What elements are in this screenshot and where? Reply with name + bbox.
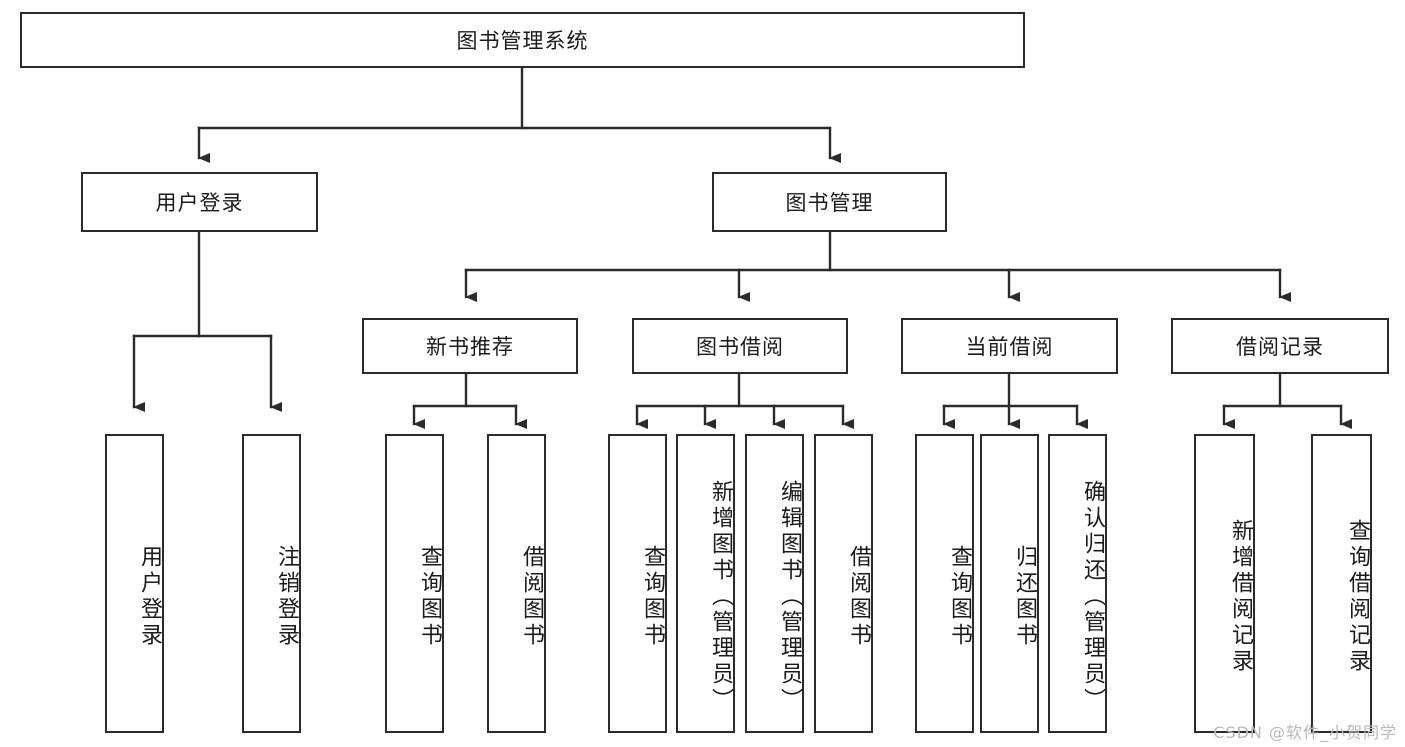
leaf-borrow-book-2[interactable]: 借阅图书	[814, 434, 873, 733]
leaf-query-book-1[interactable]: 查询图书	[385, 434, 444, 733]
leaf-borrow-book-1-label: 借阅图书	[519, 544, 544, 649]
node-current-borrow-label: 当前借阅	[965, 335, 1054, 359]
leaf-query-book-2[interactable]: 查询图书	[608, 434, 667, 733]
leaf-add-book[interactable]: 新增图书（管理员）	[676, 434, 735, 733]
node-user-login[interactable]: 用户登录	[81, 172, 318, 232]
leaf-user-logout-label: 注销登录	[274, 544, 299, 649]
leaf-query-book-3[interactable]: 查询图书	[915, 434, 974, 733]
leaf-query-book-3-label: 查询图书	[947, 544, 972, 649]
leaf-query-book-1-label: 查询图书	[417, 544, 442, 649]
leaf-add-book-label: 新增图书（管理员）	[708, 479, 733, 714]
node-new-book-rec[interactable]: 新书推荐	[362, 318, 578, 374]
node-borrow-record[interactable]: 借阅记录	[1171, 318, 1389, 374]
leaf-user-login[interactable]: 用户登录	[105, 434, 164, 733]
leaf-borrow-book-1[interactable]: 借阅图书	[487, 434, 546, 733]
leaf-query-book-2-label: 查询图书	[640, 544, 665, 649]
leaf-user-login-label: 用户登录	[137, 544, 162, 649]
node-book-manage-label: 图书管理	[785, 191, 874, 215]
node-root[interactable]: 图书管理系统	[20, 12, 1025, 68]
node-root-label: 图书管理系统	[456, 29, 589, 53]
leaf-confirm-return[interactable]: 确认归还（管理员）	[1048, 434, 1107, 733]
leaf-add-record-label: 新增借阅记录	[1228, 518, 1253, 675]
csdn-watermark: CSDN @软件_小贺同学	[1213, 723, 1397, 742]
node-book-manage[interactable]: 图书管理	[712, 172, 947, 232]
leaf-edit-book[interactable]: 编辑图书（管理员）	[745, 434, 804, 733]
node-book-borrow-label: 图书借阅	[696, 335, 784, 359]
leaf-query-record[interactable]: 查询借阅记录	[1311, 434, 1372, 733]
leaf-borrow-book-2-label: 借阅图书	[846, 544, 871, 649]
node-user-login-label: 用户登录	[155, 191, 244, 215]
leaf-add-record[interactable]: 新增借阅记录	[1194, 434, 1255, 733]
leaf-query-record-label: 查询借阅记录	[1345, 518, 1370, 675]
leaf-user-logout[interactable]: 注销登录	[242, 434, 301, 733]
leaf-return-book[interactable]: 归还图书	[980, 434, 1039, 733]
node-new-book-rec-label: 新书推荐	[426, 335, 514, 359]
node-book-borrow[interactable]: 图书借阅	[632, 318, 848, 374]
node-borrow-record-label: 借阅记录	[1236, 335, 1324, 359]
leaf-return-book-label: 归还图书	[1012, 544, 1037, 649]
node-current-borrow[interactable]: 当前借阅	[901, 318, 1118, 374]
leaf-edit-book-label: 编辑图书（管理员）	[777, 479, 802, 714]
leaf-confirm-return-label: 确认归还（管理员）	[1080, 479, 1105, 714]
